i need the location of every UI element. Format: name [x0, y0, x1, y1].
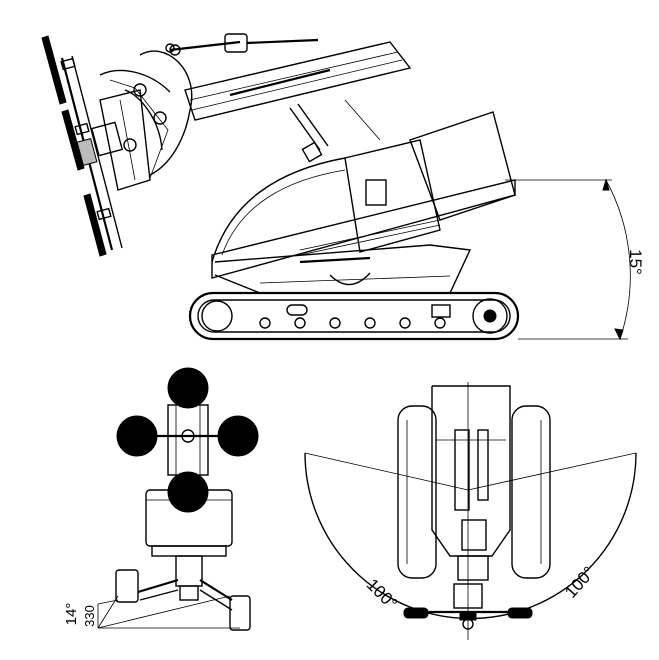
slope-dimension: [97, 595, 240, 629]
suction-cups-front: [116, 367, 259, 513]
top-tracks: [397, 405, 551, 579]
side-view: 15°: [41, 33, 645, 341]
head-frame: [157, 404, 218, 476]
boom: [184, 41, 412, 163]
top-view: 100° 100°: [304, 382, 637, 640]
linkage: [99, 44, 193, 179]
top-body: [431, 385, 511, 581]
suction-pads-side: [41, 35, 112, 257]
right-swing-label: 100°: [561, 563, 599, 602]
left-swing-label: 100°: [363, 575, 401, 613]
top-cylinder: [165, 33, 319, 53]
front-body: [145, 489, 233, 601]
front-view: 14° 330: [63, 367, 259, 631]
crawler-track: [188, 291, 520, 341]
chassis: [214, 244, 472, 294]
top-vacuum-head: [403, 583, 533, 630]
tilt-angle-label: 15°: [626, 249, 645, 275]
slope-angle-label: 14°: [63, 603, 80, 626]
swing-arc: [304, 382, 637, 640]
height-label: 330: [82, 605, 97, 627]
tilt-dimension: [505, 178, 631, 341]
machine-body: [211, 111, 516, 279]
